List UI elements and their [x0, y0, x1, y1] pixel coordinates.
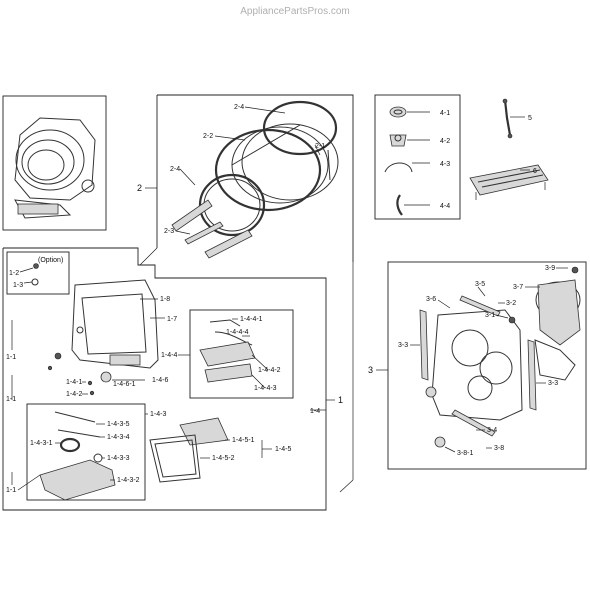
label-1-4-3-5: 1-4-3-5	[107, 421, 130, 428]
label-4-1: 4-1	[440, 110, 450, 117]
label-1-4-4: 1-4-4	[161, 352, 177, 359]
drying-rack-part	[469, 164, 549, 200]
label-1-2: 1-2	[9, 270, 19, 277]
label-1-1-b: 1-1	[6, 396, 16, 403]
label-4-2: 4-2	[440, 138, 450, 145]
label-2-4-top: 2-4	[234, 104, 244, 111]
rear-panel-group-box	[387, 261, 587, 470]
label-1: 1	[338, 395, 343, 405]
lint-filter-subgroup-box	[26, 403, 146, 501]
front-panel-group-box	[2, 247, 327, 511]
label-1-4-3-1: 1-4-3-1	[30, 440, 53, 447]
label-1-4-3-2: 1-4-3-2	[117, 477, 140, 484]
label-2-4-bottom: 2-4	[170, 166, 180, 173]
label-4-3: 4-3	[440, 161, 450, 168]
label-3: 3	[368, 365, 373, 375]
hose-group-box	[374, 94, 461, 220]
label-3-2: 3-2	[506, 300, 516, 307]
label-4-4: 4-4	[440, 203, 450, 210]
lint-filter-housing-part	[149, 417, 229, 483]
label-1-4-5-1: 1-4-5-1	[232, 437, 255, 444]
label-1-4-2: 1-4-2	[66, 391, 82, 398]
label-1-4-5: 1-4-5	[275, 446, 291, 453]
label-1-4-4-2: 1-4-4-2	[258, 367, 281, 374]
label-3-5: 3-5	[475, 281, 485, 288]
label-6: 6	[533, 168, 537, 175]
label-1-4-6: 1-4-6	[152, 377, 168, 384]
label-1-4-3: 1-4-3	[150, 411, 166, 418]
label-3-3-right: 3-3	[548, 380, 558, 387]
label-1-4-3-4: 1-4-3-4	[107, 434, 130, 441]
watermark-text: AppliancePartsPros.com	[240, 6, 350, 17]
label-2: 2	[137, 183, 142, 193]
label-3-3-left: 3-3	[398, 342, 408, 349]
label-1-4-4-3: 1-4-4-3	[254, 385, 277, 392]
label-3-8-1: 3-8-1	[457, 450, 473, 457]
label-3-9: 3-9	[545, 265, 555, 272]
label-1-4-1: 1-4-1	[66, 379, 82, 386]
label-1-4: 1-4	[310, 408, 320, 415]
front-panel-part	[71, 279, 159, 369]
label-2-3: 2-3	[164, 228, 174, 235]
door-switch-subgroup-box	[189, 309, 294, 399]
label-5: 5	[528, 115, 532, 122]
label-1-4-6-1: 1-4-6-1	[113, 381, 136, 388]
option-label: (Option)	[38, 257, 63, 264]
label-3-1: 3-1	[485, 312, 495, 319]
label-1-1-c: 1-1	[6, 487, 16, 494]
label-1-1-a: 1-1	[6, 354, 16, 361]
label-1-7: 1-7	[167, 316, 177, 323]
label-1-4-5-2: 1-4-5-2	[212, 455, 235, 462]
label-3-7: 3-7	[513, 284, 523, 291]
label-2-2: 2-2	[203, 133, 213, 140]
assembly-overview-box	[2, 95, 107, 231]
label-1-4-4-4: 1-4-4-4	[226, 329, 249, 336]
label-3-8: 3-8	[494, 445, 504, 452]
label-1-4-4-1: 1-4-4-1	[240, 316, 263, 323]
drum-group-box	[139, 94, 354, 266]
label-2-1: 2-1	[315, 143, 325, 150]
label-3-6: 3-6	[426, 296, 436, 303]
label-1-3: 1-3	[13, 282, 23, 289]
label-1-4-3-3: 1-4-3-3	[107, 455, 130, 462]
wire-harness-part	[502, 98, 513, 139]
label-3-4: 3-4	[487, 427, 497, 434]
label-1-8: 1-8	[160, 296, 170, 303]
